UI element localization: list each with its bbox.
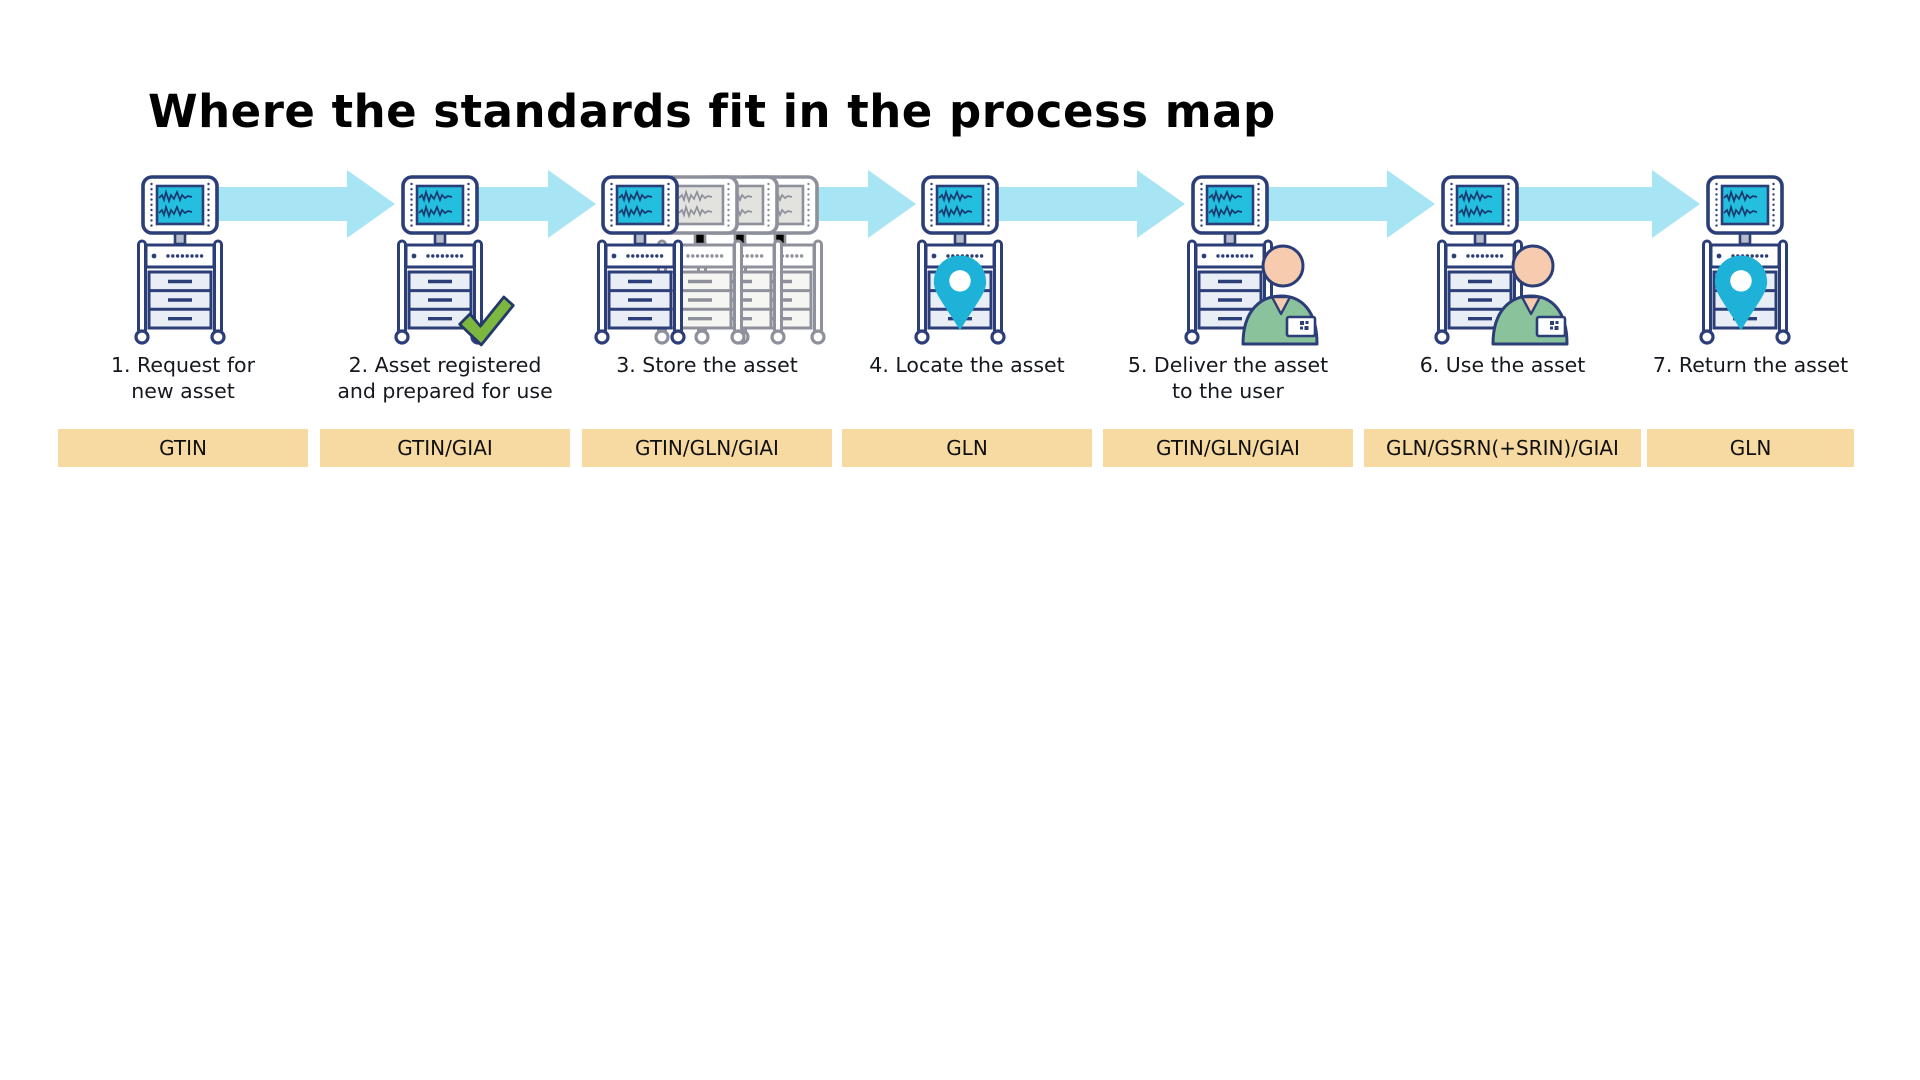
standard-badge: GTIN/GLN/GIAI bbox=[1103, 429, 1353, 467]
standard-badge: GTIN bbox=[58, 429, 308, 467]
person-icon bbox=[1237, 240, 1321, 346]
location-pin-icon bbox=[932, 252, 988, 334]
step-label: 7. Return the asset bbox=[1652, 353, 1849, 377]
standard-badge: GLN bbox=[842, 429, 1092, 467]
step-label: 5. Deliver the asset to the user bbox=[1127, 353, 1329, 404]
step-label: 6. Use the asset bbox=[1419, 353, 1586, 377]
person-icon bbox=[1487, 240, 1571, 346]
standard-badge: GLN bbox=[1647, 429, 1854, 467]
process-arrow-icon bbox=[993, 170, 1185, 238]
check-icon bbox=[455, 293, 517, 348]
process-arrow-icon bbox=[213, 170, 395, 238]
equipment-cart-icon bbox=[130, 175, 230, 345]
location-pin-icon bbox=[1713, 252, 1769, 334]
process-arrow-icon bbox=[1513, 170, 1700, 238]
page-title: Where the standards fit in the process m… bbox=[148, 85, 1276, 139]
equipment-cart-icon bbox=[590, 175, 690, 345]
process-arrow-icon bbox=[473, 170, 596, 238]
standard-badge: GTIN/GIAI bbox=[320, 429, 570, 467]
process-arrow-icon bbox=[1263, 170, 1435, 238]
standard-badge: GLN/GSRN(+SRIN)/GIAI bbox=[1364, 429, 1641, 467]
step-label: 2. Asset registered and prepared for use bbox=[337, 353, 553, 404]
step-label: 1. Request for new asset bbox=[110, 353, 256, 404]
step-label: 3. Store the asset bbox=[616, 353, 798, 377]
standard-badge: GTIN/GLN/GIAI bbox=[582, 429, 832, 467]
process-map: Where the standards fit in the process m… bbox=[0, 0, 1920, 520]
step-label: 4. Locate the asset bbox=[869, 353, 1065, 377]
